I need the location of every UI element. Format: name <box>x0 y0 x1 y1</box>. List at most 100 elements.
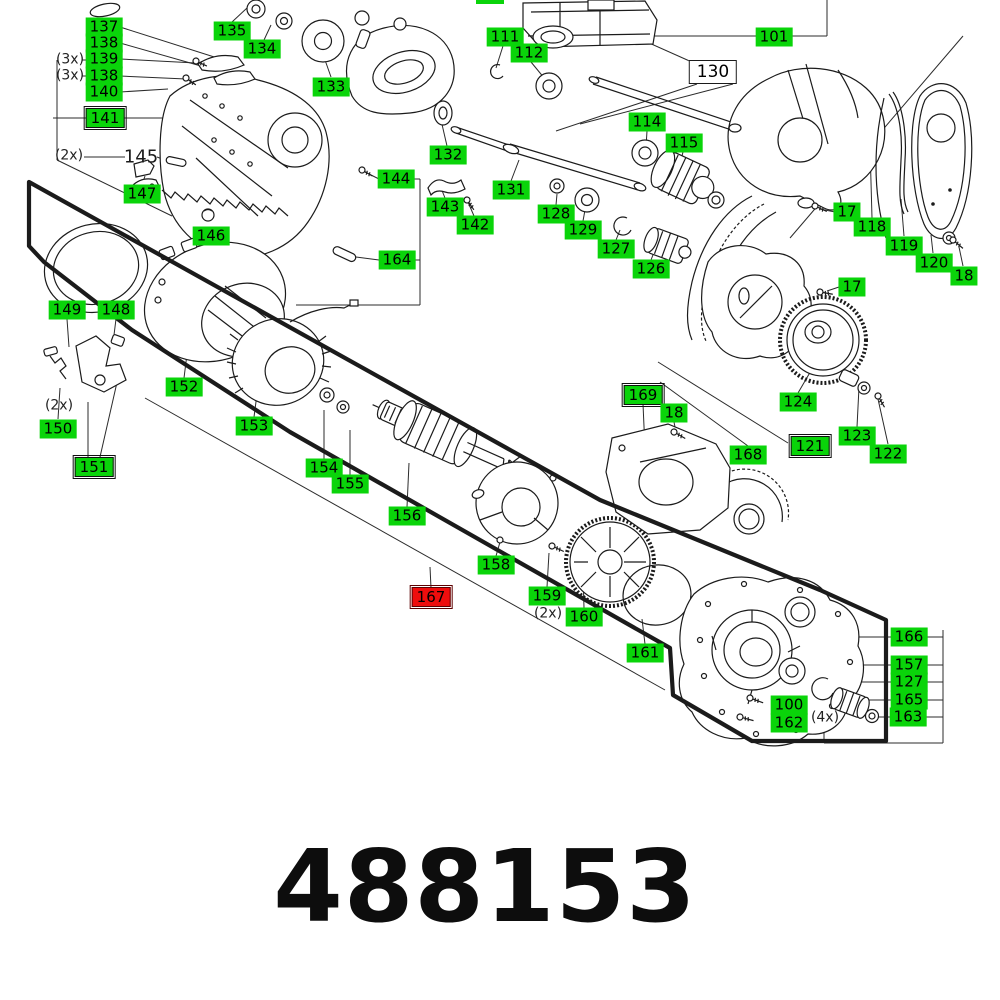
part-label-165[interactable]: 165 <box>890 690 928 710</box>
qty-note: (2x) <box>533 605 563 622</box>
part-label-124[interactable]: 124 <box>779 392 817 412</box>
leader-line <box>119 58 197 64</box>
part-label-17[interactable]: 17 <box>833 202 861 222</box>
part-label-150[interactable]: 150 <box>39 419 77 439</box>
part-label-127[interactable]: 127 <box>890 672 928 692</box>
qty-note: (4x) <box>810 709 840 726</box>
part-label-155[interactable]: 155 <box>331 474 369 494</box>
part-label-133[interactable]: 133 <box>312 77 350 97</box>
part-label-166[interactable]: 166 <box>890 627 928 647</box>
part-label-160[interactable]: 160 <box>565 607 603 627</box>
part-label-163[interactable]: 163 <box>889 707 927 727</box>
leader-line <box>555 83 698 132</box>
part-label-138[interactable]: 138 <box>85 33 123 53</box>
part-label-141[interactable]: 141 <box>83 105 127 131</box>
part-label-122[interactable]: 122 <box>869 444 907 464</box>
part-label-126[interactable]: 126 <box>632 259 670 279</box>
part-label-153[interactable]: 153 <box>235 416 273 436</box>
qty-note: (3x) <box>55 51 85 68</box>
bell-housing-drawing <box>678 576 880 747</box>
part-label-142[interactable]: 142 <box>456 215 494 235</box>
part-label-139[interactable]: 139 <box>85 49 123 69</box>
leader-line <box>467 201 475 217</box>
part-label-149[interactable]: 149 <box>48 300 86 320</box>
top-small-parts-drawing <box>89 0 345 86</box>
part-label-140[interactable]: 140 <box>85 82 123 102</box>
highlight-outline <box>26 179 889 744</box>
field-frame-drawing <box>159 75 330 258</box>
gear-head-drawing <box>346 10 455 115</box>
part-label-159[interactable]: 159 <box>528 586 566 606</box>
leader-line <box>119 75 187 80</box>
part-label-156[interactable]: 156 <box>388 506 426 526</box>
part-label-100[interactable]: 100 <box>770 695 808 715</box>
part-label-158[interactable]: 158 <box>477 555 515 575</box>
part-label-130[interactable]: 130 <box>688 60 738 84</box>
leader-line <box>659 381 749 447</box>
part-label-129[interactable]: 129 <box>564 220 602 240</box>
leader-line <box>930 234 934 254</box>
part-label-137[interactable]: 137 <box>85 17 123 37</box>
field-pack-drawing <box>489 0 658 100</box>
leader-line <box>510 159 520 182</box>
part-label-152[interactable]: 152 <box>165 377 203 397</box>
part-label-147[interactable]: 147 <box>123 184 161 204</box>
part-label-111[interactable]: 111 <box>486 27 524 47</box>
bearing-gear-drawing <box>549 139 725 264</box>
part-label-135[interactable]: 135 <box>213 21 251 41</box>
part-label-164[interactable]: 164 <box>378 250 416 270</box>
leader-line <box>615 229 621 241</box>
part-label-132[interactable]: 132 <box>429 145 467 165</box>
blower-belt-cover-drawing <box>686 63 973 523</box>
part-label-127[interactable]: 127 <box>597 239 635 259</box>
qty-note: (3x) <box>55 67 85 84</box>
part-label-146[interactable]: 146 <box>192 226 230 246</box>
leader-line <box>856 386 860 428</box>
part-label-169[interactable]: 169 <box>621 382 665 408</box>
part-label-162[interactable]: 162 <box>770 713 808 733</box>
leader-line <box>144 397 666 691</box>
leader-line <box>657 361 789 444</box>
part-label-161[interactable]: 161 <box>626 643 664 663</box>
part-label-167[interactable]: 167 <box>409 584 453 610</box>
part-label-18[interactable]: 18 <box>660 403 688 423</box>
part-label-144[interactable]: 144 <box>377 169 415 189</box>
part-label-143[interactable]: 143 <box>426 197 464 217</box>
part-label-123[interactable]: 123 <box>838 426 876 446</box>
part-label-134[interactable]: 134 <box>243 39 281 59</box>
part-label-114[interactable]: 114 <box>628 112 666 132</box>
leader-line <box>56 159 173 217</box>
part-label-120[interactable]: 120 <box>915 253 953 273</box>
leader-line <box>324 59 332 78</box>
part-label-118[interactable]: 118 <box>853 217 891 237</box>
part-label-112[interactable]: 112 <box>510 43 548 63</box>
motor-assembly-drawing <box>43 222 692 626</box>
leader-line <box>99 377 119 458</box>
leader-line <box>579 83 734 125</box>
leader-line <box>555 193 558 206</box>
leader-line <box>66 318 70 348</box>
part-label-17[interactable]: 17 <box>838 277 866 297</box>
qty-note: (2x) <box>54 147 84 164</box>
part-label-138[interactable]: 138 <box>85 66 123 86</box>
part-label-119[interactable]: 119 <box>885 236 923 256</box>
qty-note: 145 <box>123 146 159 168</box>
part-label-151[interactable]: 151 <box>72 454 116 480</box>
part-label-128[interactable]: 128 <box>537 204 575 224</box>
part-label-131[interactable]: 131 <box>492 180 530 200</box>
part-number: 488153 <box>273 828 697 945</box>
part-label-154[interactable]: 154 <box>305 458 343 478</box>
part-label-18[interactable]: 18 <box>950 266 978 286</box>
part-label-101[interactable]: 101 <box>755 27 793 47</box>
part-label-168[interactable]: 168 <box>729 445 767 465</box>
leader-line <box>877 398 889 445</box>
part-label-115[interactable]: 115 <box>665 133 703 153</box>
leader-line <box>119 26 231 63</box>
part-label-121[interactable]: 121 <box>788 433 832 459</box>
leader-line <box>429 566 432 589</box>
part-label-148[interactable]: 148 <box>97 300 135 320</box>
qty-note <box>476 0 504 4</box>
part-label-157[interactable]: 157 <box>890 655 928 675</box>
